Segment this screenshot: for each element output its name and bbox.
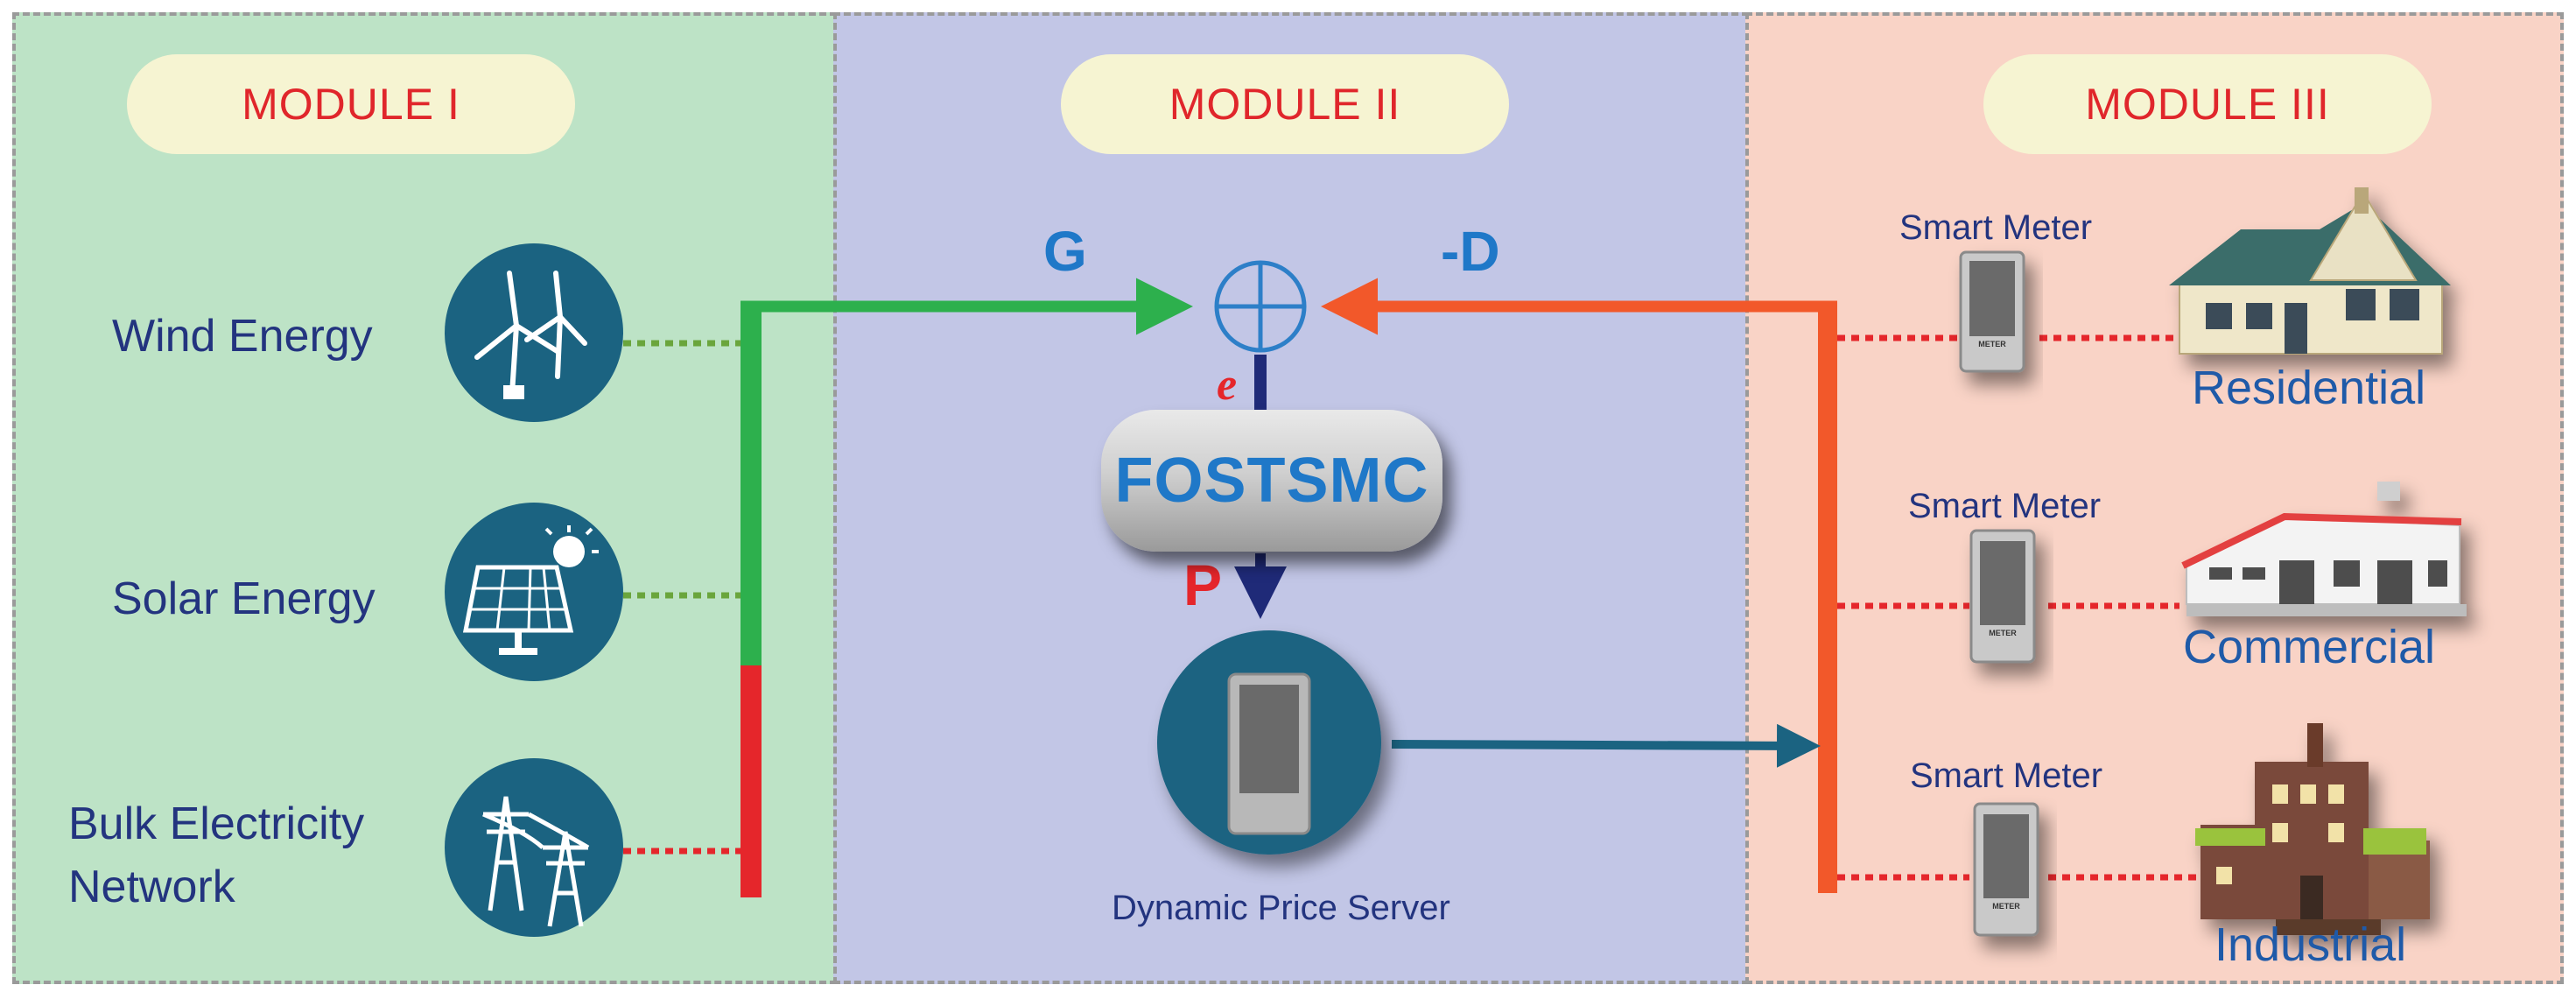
module-2-title: MODULE II	[1061, 54, 1509, 154]
solar-panel-icon	[445, 503, 623, 681]
residential-label: Residential	[2192, 362, 2426, 414]
summing-junction-icon	[1214, 260, 1307, 353]
module-3-title: MODULE III	[1983, 54, 2432, 154]
server-output-line	[1391, 723, 1821, 768]
smart-meter-3-label: Smart Meter	[1910, 756, 2103, 795]
module-1-panel	[12, 12, 837, 984]
generation-signal-label: G	[1043, 220, 1087, 283]
demand-signal-label: -D	[1441, 220, 1500, 283]
commercial-building-icon	[2181, 482, 2467, 616]
smart-meter-3-icon	[1973, 802, 2039, 937]
transmission-tower-icon	[445, 758, 623, 937]
solar-energy-label: Solar Energy	[112, 573, 376, 624]
price-signal-label: P	[1183, 552, 1223, 617]
smart-meter-1-label: Smart Meter	[1899, 208, 2093, 247]
smart-meter-2-label: Smart Meter	[1908, 487, 2102, 525]
wind-energy-label: Wind Energy	[112, 311, 373, 362]
industrial-factory-icon	[2195, 723, 2430, 935]
wind-turbine-icon	[445, 243, 623, 422]
error-signal-label: e	[1217, 360, 1238, 410]
module-1-title: MODULE I	[127, 54, 575, 154]
smart-meter-2-icon	[1969, 529, 2036, 664]
commercial-label: Commercial	[2183, 621, 2436, 673]
demand-bus	[1321, 278, 2197, 893]
smart-meter-1-badge: METER	[1978, 340, 2006, 348]
module-3-panel	[1745, 12, 2564, 984]
dynamic-price-server-label: Dynamic Price Server	[1112, 889, 1450, 927]
fostsmc-controller: FOSTSMC	[1101, 410, 1442, 552]
smart-meter-1-icon	[1959, 250, 2025, 373]
bulk-network-label: Bulk Electricity Network	[68, 798, 365, 912]
fostsmc-label: FOSTSMC	[1114, 446, 1429, 516]
smart-meter-3-badge: METER	[1992, 902, 2020, 911]
generation-bus	[623, 278, 1193, 897]
industrial-label: Industrial	[2215, 918, 2407, 971]
residential-house-icon	[2169, 187, 2451, 355]
smart-meter-2-badge: METER	[1989, 629, 2017, 637]
price-server-icon	[1157, 630, 1381, 855]
